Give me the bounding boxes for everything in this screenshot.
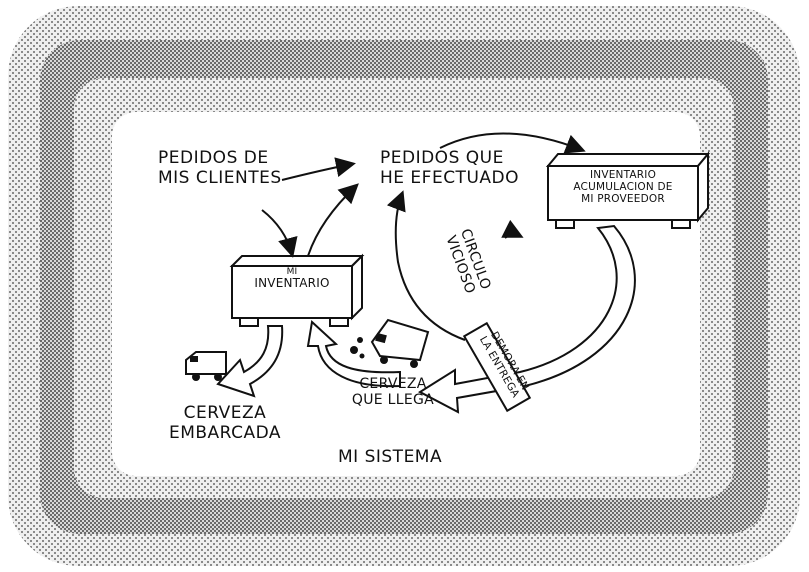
label-orders-placed: PEDIDOS QUE HE EFECTUADO bbox=[380, 148, 519, 188]
supplier-inventory-box bbox=[545, 151, 711, 229]
label-my-inventory: MI INVENTARIO bbox=[254, 267, 330, 291]
my-inventory-box bbox=[229, 253, 365, 327]
delivery-truck-icon bbox=[350, 318, 430, 368]
diagram-title: MI SISTEMA bbox=[338, 447, 443, 467]
label-customer-orders: PEDIDOS DE MIS CLIENTES bbox=[158, 148, 282, 188]
label-incoming-beer: CERVEZA QUE LLEGA bbox=[351, 376, 435, 409]
truck-icon bbox=[185, 351, 227, 381]
delivery-flow-arrow bbox=[417, 224, 636, 414]
frame-border bbox=[8, 6, 800, 566]
incoming-arrow bbox=[306, 320, 401, 388]
label-shipped-beer: CERVEZA EMBARCADA bbox=[168, 403, 282, 443]
flow-arrows bbox=[261, 132, 586, 341]
shipped-arrow bbox=[216, 325, 284, 398]
label-supplier-inventory: INVENTARIO ACUMULACION DE MI PROVEEDOR bbox=[573, 169, 673, 206]
